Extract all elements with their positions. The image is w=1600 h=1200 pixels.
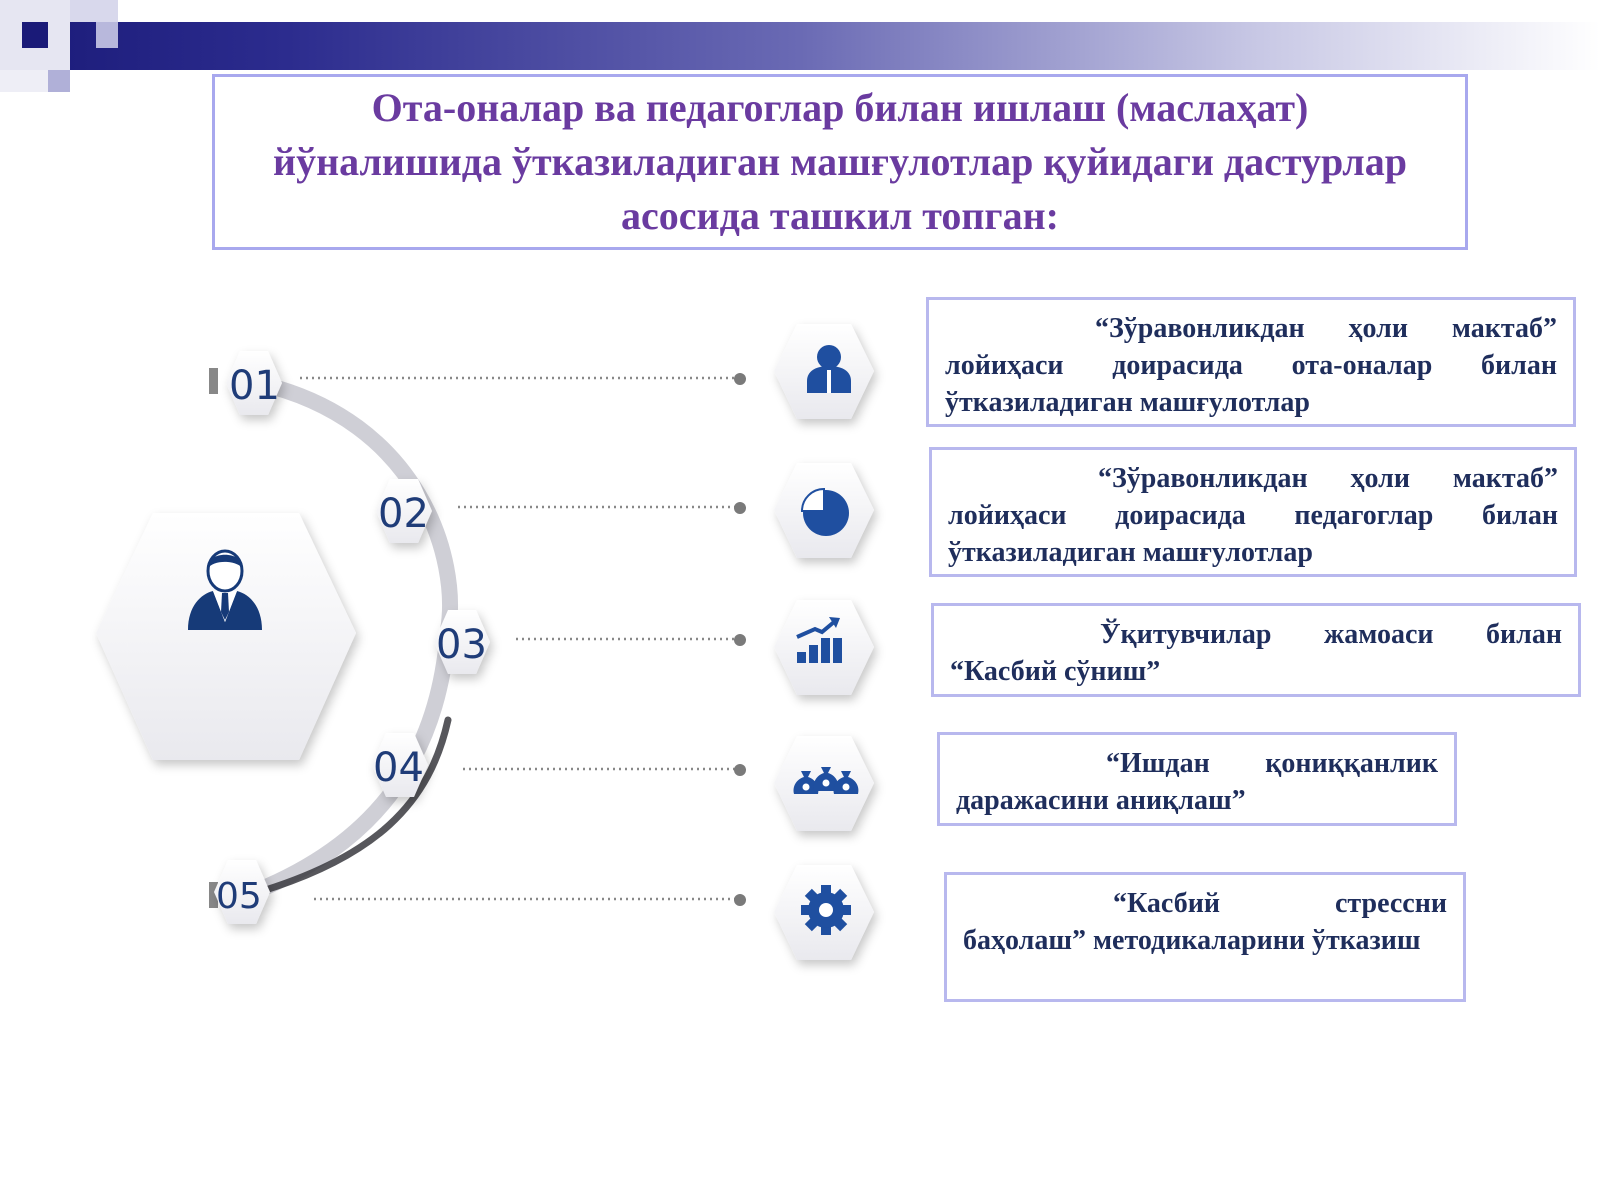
connector-dot [734, 894, 746, 906]
decor-square [70, 0, 118, 22]
program-box-2: “Зўравонликдан ҳоли мактаб” лойиҳаси дои… [929, 447, 1577, 577]
step-number: 05 [216, 876, 262, 917]
number-hexagon [226, 351, 282, 415]
decor-square [96, 22, 118, 48]
number-hexagon [372, 733, 428, 797]
step-number: 04 [373, 745, 424, 791]
program-box-5: “Касбий стрессни баҳолаш” методикаларини… [944, 872, 1466, 1002]
title-box: Ота-оналар ва педагоглар билан ишлаш (ма… [212, 74, 1468, 250]
connector-dot [734, 373, 746, 385]
number-hexagon [214, 860, 270, 924]
program-box-3: Ўқитувчилар жамоаси билан “Касбий сўниш” [931, 603, 1581, 697]
arc-end-cap [209, 882, 218, 908]
program-box-1: “Зўравонликдан ҳоли мактаб” лойиҳаси дои… [926, 297, 1576, 427]
program-text: “Зўравонликдан ҳоли мактаб” лойиҳаси дои… [948, 463, 1558, 568]
header-gradient-bar [0, 22, 1600, 70]
gear-icon [801, 885, 851, 935]
program-text: “Ишдан қониққанлик даражасини аниқлаш” [956, 748, 1438, 816]
pie-chart-icon [800, 487, 849, 536]
program-text: “Касбий стрессни баҳолаш” методикаларини… [963, 888, 1447, 956]
decor-square [22, 22, 48, 48]
center-hexagon [96, 513, 356, 760]
bar-chart-icon [796, 617, 842, 663]
page-title: Ота-оналар ва педагоглар билан ишлаш (ма… [273, 85, 1407, 238]
connector-dot [734, 764, 746, 776]
step-number: 02 [378, 491, 429, 537]
decor-square [48, 70, 70, 92]
number-hexagon [434, 610, 490, 674]
connector-dot [734, 634, 746, 646]
timeline-arc-dark [234, 716, 452, 902]
businessman-icon [188, 549, 262, 630]
program-text: “Зўравонликдан ҳоли мактаб” лойиҳаси дои… [945, 313, 1557, 418]
person-icon [807, 345, 851, 393]
program-text: Ўқитувчилар жамоаси билан “Касбий сўниш” [950, 619, 1562, 687]
number-hexagon [376, 479, 432, 543]
step-number: 03 [436, 622, 487, 668]
connector-dot [734, 502, 746, 514]
decor-square [0, 70, 48, 92]
step-number: 01 [229, 363, 280, 409]
money-bags-icon [793, 767, 859, 794]
arc-end-cap [209, 368, 218, 394]
program-box-4: “Ишдан қониққанлик даражасини аниқлаш” [937, 732, 1457, 826]
